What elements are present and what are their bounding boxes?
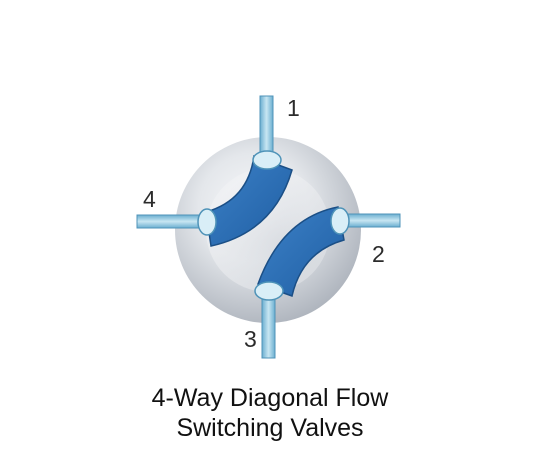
caption-line-2: Switching Valves <box>176 414 364 442</box>
port-3-tube <box>261 295 276 359</box>
port-2-fitting <box>330 207 350 235</box>
port-4-fitting <box>197 208 217 236</box>
valve-diagram: 1 2 3 4 <box>136 95 401 359</box>
caption-line-1: 4-Way Diagonal Flow <box>151 384 389 412</box>
flow-channel-lower <box>257 206 345 297</box>
port-3-fitting <box>254 281 284 301</box>
port-2-label: 2 <box>372 241 385 267</box>
flow-channel-upper <box>205 154 293 247</box>
port-4-label: 4 <box>143 186 156 212</box>
port-3-label: 3 <box>244 326 257 352</box>
port-4-tube <box>136 214 208 229</box>
port-1-label: 1 <box>287 95 300 121</box>
port-1-fitting <box>252 150 282 170</box>
